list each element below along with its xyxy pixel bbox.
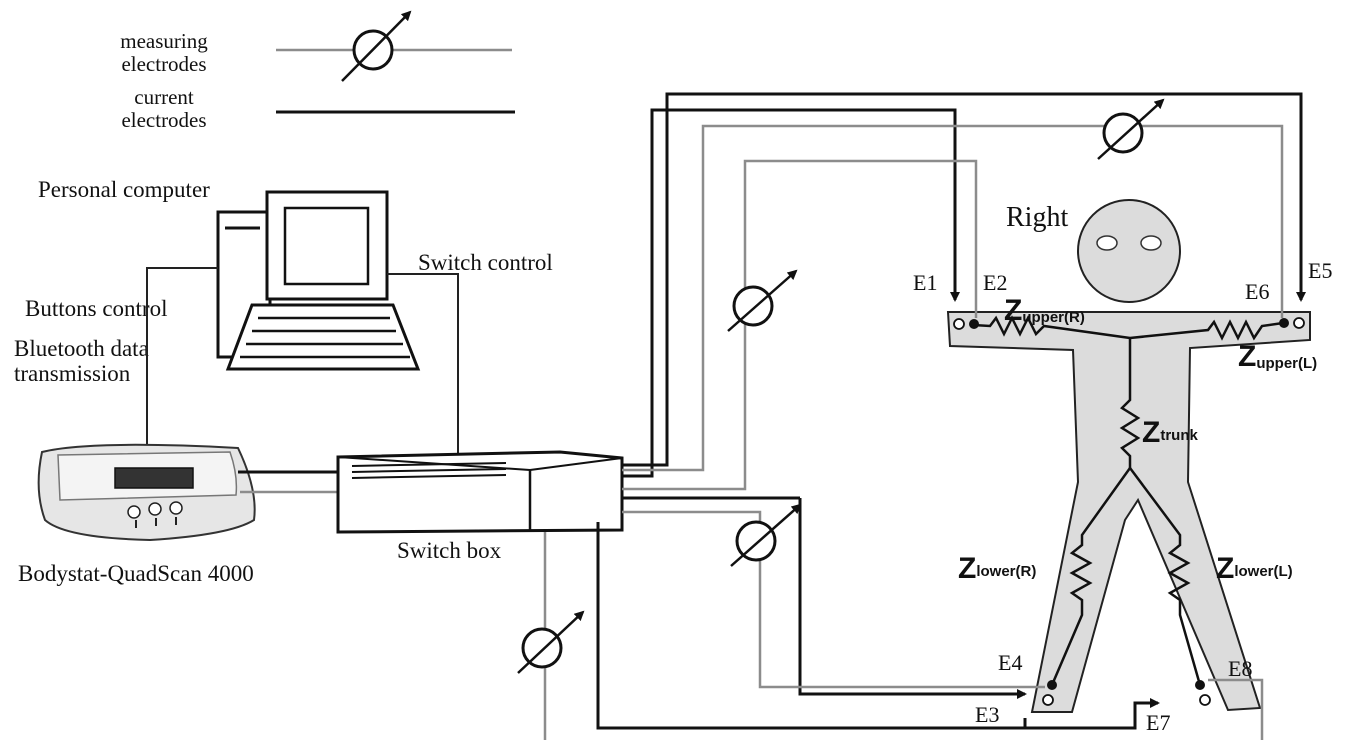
z-upper-left-label: Zupper(L)	[1238, 340, 1317, 373]
electrode-e2-label: E2	[983, 270, 1007, 295]
electrode-dots	[953, 317, 1305, 706]
electrode-e1-label: E1	[913, 270, 937, 295]
buttons-control-label: Buttons control	[25, 296, 167, 321]
electrode-e6-label: E6	[1245, 279, 1269, 304]
bluetooth-label-line1: Bluetooth data	[14, 336, 149, 361]
resistor-trunk	[1119, 338, 1141, 468]
electrode-e5-label: E5	[1308, 258, 1332, 283]
meter-right-arm	[727, 269, 798, 332]
device-button-left	[127, 505, 141, 519]
device-label: Bodystat-QuadScan 4000	[18, 561, 254, 586]
wire-e4	[622, 510, 1045, 689]
wire-e3	[596, 522, 1027, 730]
electrode-e7-label: E7	[1146, 710, 1170, 735]
electrode-e3-dot	[1042, 694, 1054, 706]
device-button-middle	[148, 502, 162, 516]
resistor-lower-left	[1128, 467, 1202, 686]
z-lower-left-label: Zlower(L)	[1216, 552, 1293, 585]
switch-box-label: Switch box	[397, 538, 502, 563]
z-trunk-label: Ztrunk	[1142, 416, 1198, 449]
legend: measuring electrodes current electrodes	[120, 10, 515, 132]
impedance-network	[972, 315, 1284, 686]
wire-e5	[622, 92, 1306, 467]
wire-e8-return	[1208, 678, 1264, 740]
eye-right	[1140, 235, 1162, 251]
wire-e7	[1025, 698, 1160, 730]
device-button-right	[169, 501, 183, 515]
right-label: Right	[1006, 202, 1068, 233]
personal-computer-label: Personal computer	[38, 177, 210, 202]
human-body	[946, 199, 1311, 713]
meter-upper	[1097, 98, 1165, 160]
bodystat-device	[37, 443, 256, 542]
wire-e3-arrow	[798, 498, 1027, 699]
meter-legs	[730, 503, 802, 567]
electrode-e4-dot	[1047, 680, 1057, 690]
electrode-e3-label: E3	[975, 702, 999, 727]
resistor-upper-right	[972, 315, 1131, 340]
switch-control-label: Switch control	[418, 250, 553, 275]
electrode-e4-label: E4	[998, 650, 1022, 675]
device-screen	[114, 467, 194, 489]
current-wires	[596, 92, 1306, 730]
legend-current-label-line1: current	[134, 85, 194, 109]
electrode-e2-dot	[969, 319, 979, 329]
z-upper-right-label: Zupper(R)	[1004, 294, 1085, 327]
switch-box	[336, 450, 624, 534]
legend-meter-icon	[341, 10, 412, 82]
legend-measuring-label-line1: measuring	[120, 29, 208, 53]
electrode-e8-dot	[1195, 680, 1205, 690]
control-wires	[146, 267, 459, 458]
legend-current-label-line2: electrodes	[121, 108, 206, 132]
electrode-e1-dot	[953, 318, 965, 330]
electrode-e7-dot	[1199, 694, 1211, 706]
wire-e2	[622, 159, 978, 491]
electrode-e5-dot	[1293, 317, 1305, 329]
z-lower-right-label: Zlower(R)	[958, 552, 1036, 585]
wire-e6	[622, 124, 1284, 472]
resistor-lower-right	[1050, 467, 1132, 686]
head	[1077, 199, 1181, 303]
bluetooth-label-line2: transmission	[14, 361, 131, 386]
computer-icon	[216, 190, 421, 371]
wire-e1	[622, 108, 960, 478]
meter-lower-left	[517, 610, 585, 674]
electrode-e8-label: E8	[1228, 656, 1252, 681]
legend-measuring-label-line2: electrodes	[121, 52, 206, 76]
eye-left	[1096, 235, 1118, 251]
resistor-upper-left	[1129, 319, 1284, 341]
electrode-e6-dot	[1279, 318, 1289, 328]
